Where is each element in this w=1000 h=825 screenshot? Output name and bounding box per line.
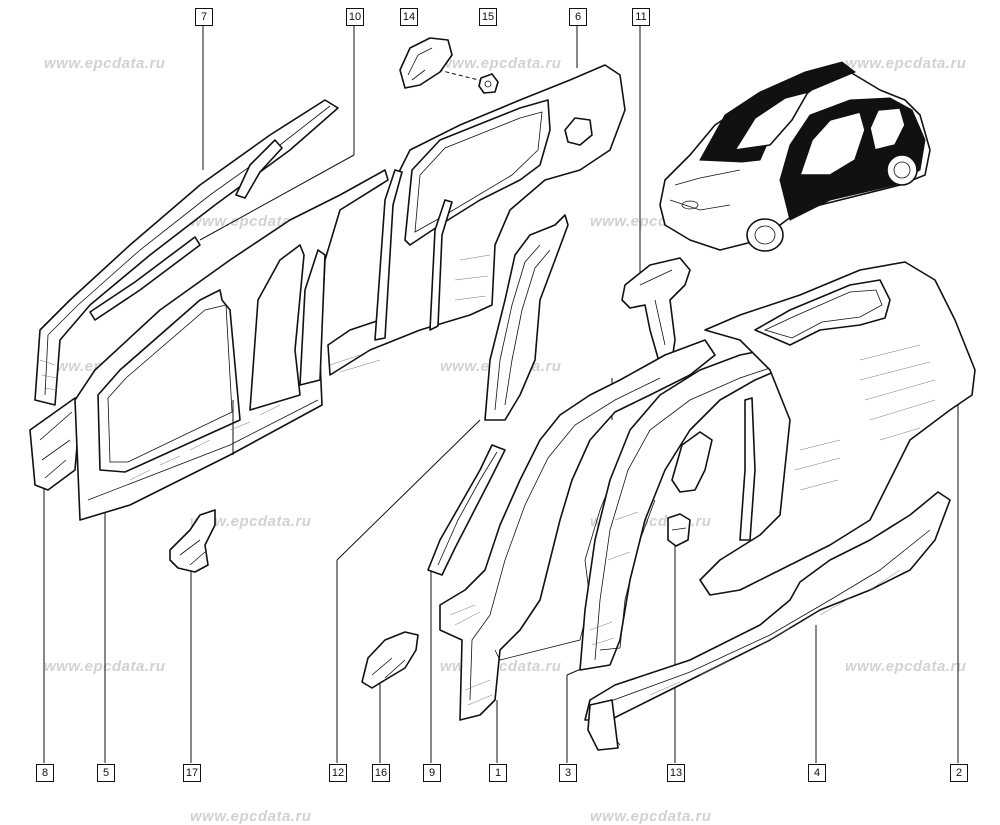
callout-10: 10 [346, 8, 364, 26]
part-15-nut [478, 73, 499, 94]
callout-6: 6 [569, 8, 587, 26]
car-reference-illustration [659, 61, 931, 252]
callout-3: 3 [559, 764, 577, 782]
part-17-bracket [169, 509, 216, 573]
callout-12: 12 [329, 764, 347, 782]
callout-15: 15 [479, 8, 497, 26]
callout-9: 9 [423, 764, 441, 782]
part-2-rear-quarter-5door [699, 261, 976, 596]
part-14-fuel-flap [399, 37, 453, 89]
part-16-bracket [361, 631, 419, 689]
callout-1: 1 [489, 764, 507, 782]
callout-8: 8 [36, 764, 54, 782]
callout-11: 11 [632, 8, 650, 26]
callout-5: 5 [97, 764, 115, 782]
callout-16: 16 [372, 764, 390, 782]
part-11-b-pillar-reinforcement [621, 257, 691, 366]
part-9-sill-strip [427, 444, 506, 576]
part-13-clip [667, 513, 691, 547]
part-7-roof-rail [34, 99, 339, 406]
part-4-rocker-panel [584, 491, 951, 751]
callout-14: 14 [400, 8, 418, 26]
callout-13: 13 [667, 764, 685, 782]
part-8-bracket [29, 397, 81, 491]
callout-2: 2 [950, 764, 968, 782]
callout-7: 7 [195, 8, 213, 26]
callout-4: 4 [808, 764, 826, 782]
leader-lines [43, 25, 959, 763]
part-5-side-panel [74, 169, 389, 521]
callout-17: 17 [183, 764, 201, 782]
part-6-rear-quarter [327, 64, 626, 376]
part-12-b-pillar [484, 214, 569, 421]
